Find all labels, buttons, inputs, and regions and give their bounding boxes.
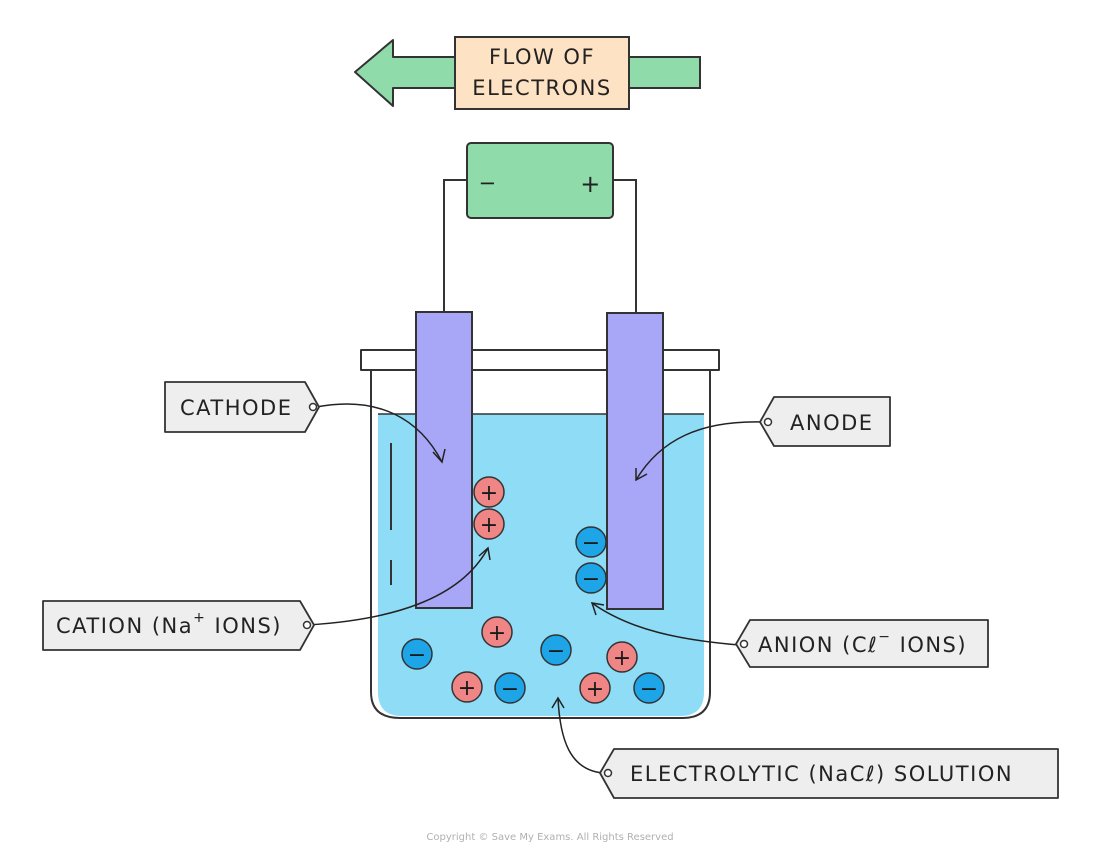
electrolyte-label: ELECTROLYTIC (NaCℓ) SOLUTION (599, 748, 1059, 799)
battery-positive-sign: + (580, 170, 602, 198)
cathode-text: CATHODE (180, 396, 293, 420)
battery: − + (466, 142, 614, 219)
wire-right (613, 179, 637, 312)
electrolyte-arrowhead (551, 696, 565, 709)
cation-arrowhead (478, 546, 491, 561)
anion-arrowhead (590, 602, 605, 616)
anion-text: ANION (Cℓ− IONS) (758, 629, 967, 657)
svg-text:+: + (488, 621, 506, 646)
ions: + + + + + + − − − − − − (401, 476, 665, 704)
flow-of-electrons-label: FLOW OF ELECTRONS (454, 36, 630, 110)
anion-label: ANION (Cℓ− IONS) (735, 619, 989, 668)
anode-electrode (606, 312, 664, 610)
cation-arrow (306, 547, 489, 626)
anion-ion: − (633, 672, 665, 704)
electrolyte-arrow (557, 697, 604, 774)
svg-text:−: − (582, 567, 600, 592)
svg-text:−: − (501, 677, 519, 702)
cation-ion: + (606, 641, 638, 673)
svg-text:+: + (613, 646, 631, 671)
anion-ion: − (540, 634, 572, 666)
anion-arrow (591, 602, 740, 646)
wire-left (443, 179, 468, 312)
cathode-arrow (315, 403, 443, 463)
leader-arrows (306, 403, 765, 774)
svg-text:−: − (582, 531, 600, 556)
cation-ion: + (473, 476, 505, 508)
anion-ion: − (575, 526, 607, 558)
cation-ion: + (481, 616, 513, 648)
cation-ion: + (451, 671, 483, 703)
anode-arrow (635, 421, 765, 481)
svg-text:+: + (480, 481, 498, 506)
anode-text: ANODE (790, 411, 874, 435)
anion-ion: − (575, 562, 607, 594)
cation-text: CATION (Na+ IONS) (56, 610, 282, 638)
cathode-electrode (415, 311, 473, 609)
battery-negative-sign: − (478, 171, 497, 195)
flow-label-line1: FLOW OF (489, 45, 595, 69)
svg-text:+: + (458, 676, 476, 701)
flow-label-line2: ELECTRONS (472, 76, 611, 100)
svg-text:−: − (408, 643, 426, 668)
anode-arrowhead (635, 468, 648, 482)
anion-ion: − (401, 638, 433, 670)
svg-text:+: + (480, 513, 498, 538)
svg-text:+: + (586, 677, 604, 702)
svg-text:−: − (547, 639, 565, 664)
anion-ion: − (494, 672, 526, 704)
copyright-notice: Copyright © Save My Exams. All Rights Re… (426, 832, 674, 843)
cathode-arrowhead (432, 448, 446, 464)
cation-label: CATION (Na+ IONS) (42, 600, 315, 651)
cation-ion: + (473, 508, 505, 540)
electrolyte-text: ELECTROLYTIC (NaCℓ) SOLUTION (630, 762, 1013, 786)
svg-text:−: − (640, 677, 658, 702)
cathode-label: CATHODE (164, 381, 320, 433)
cation-ion: + (579, 672, 611, 704)
anode-label: ANODE (759, 396, 891, 447)
